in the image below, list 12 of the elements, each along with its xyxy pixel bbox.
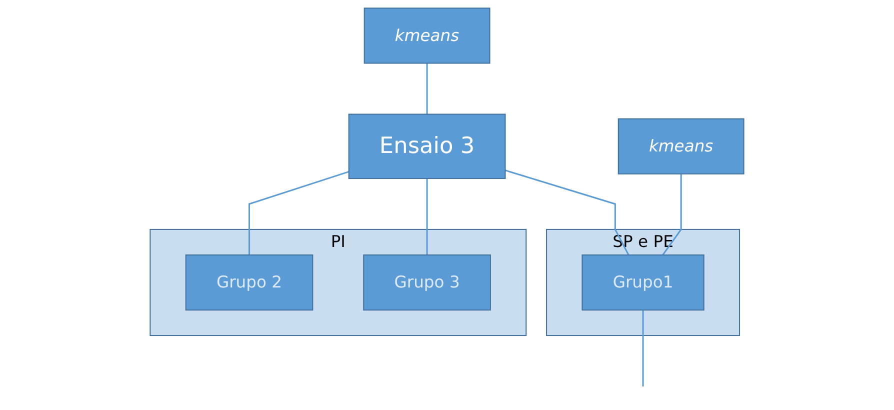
connector: [248, 170, 350, 255]
node-box: Ensaio 3: [348, 114, 506, 179]
connector: [642, 310, 644, 387]
connector: [662, 174, 682, 256]
node-box: kmeans: [364, 8, 490, 64]
node-box: Grupo 3: [363, 254, 491, 311]
connector: [426, 63, 428, 114]
node-box: Grupo 2: [185, 254, 314, 311]
node-box: Grupo1: [582, 254, 704, 311]
node-box: kmeans: [618, 118, 744, 174]
connector: [426, 178, 428, 255]
connector: [505, 170, 630, 256]
